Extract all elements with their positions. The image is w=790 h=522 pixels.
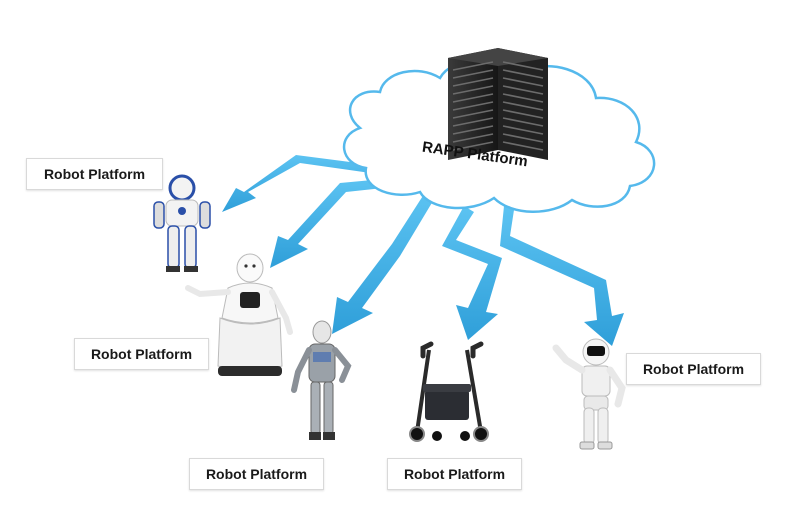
rack-slot <box>452 141 494 151</box>
rack-slot <box>452 109 494 119</box>
rack-slot <box>452 85 494 95</box>
arrow-to-walker <box>442 206 502 340</box>
service-robot-icon <box>185 253 293 376</box>
rack-slot <box>502 85 544 95</box>
rack-slot <box>502 61 544 71</box>
rack-slot <box>502 109 544 119</box>
rack-slot <box>502 117 544 127</box>
robot-platform-label-4: Robot Platform <box>387 458 522 490</box>
server-rack-icon <box>448 48 548 160</box>
rack-slot <box>452 117 494 127</box>
robot-platform-label-5: Robot Platform <box>626 353 761 385</box>
rack-slot <box>452 133 494 143</box>
robot-platform-label-3: Robot Platform <box>189 458 324 490</box>
robot-platform-label-1: Robot Platform <box>26 158 163 190</box>
arrow-to-humanoid <box>332 191 436 334</box>
rack-slot <box>502 125 544 135</box>
rack-slot <box>502 93 544 103</box>
rack-slot <box>452 77 494 87</box>
rack-slot <box>502 133 544 143</box>
arrow-to-asimo <box>500 206 624 346</box>
rack-slot <box>502 101 544 111</box>
rack-slot <box>452 93 494 103</box>
rack-slot <box>502 69 544 79</box>
humanoid-robot-icon <box>291 320 352 440</box>
robot-platform-label-2: Robot Platform <box>74 338 209 370</box>
rack-slot <box>452 61 494 71</box>
arrow-to-nao <box>222 155 396 212</box>
rack-slot <box>502 141 544 151</box>
rack-slot <box>452 101 494 111</box>
asimo-robot-icon <box>552 338 626 450</box>
rack-slot <box>502 77 544 87</box>
rack-slot <box>452 125 494 135</box>
nao-robot-icon <box>153 174 211 272</box>
rack-slot <box>452 69 494 79</box>
rollator-walker-icon <box>409 341 489 442</box>
